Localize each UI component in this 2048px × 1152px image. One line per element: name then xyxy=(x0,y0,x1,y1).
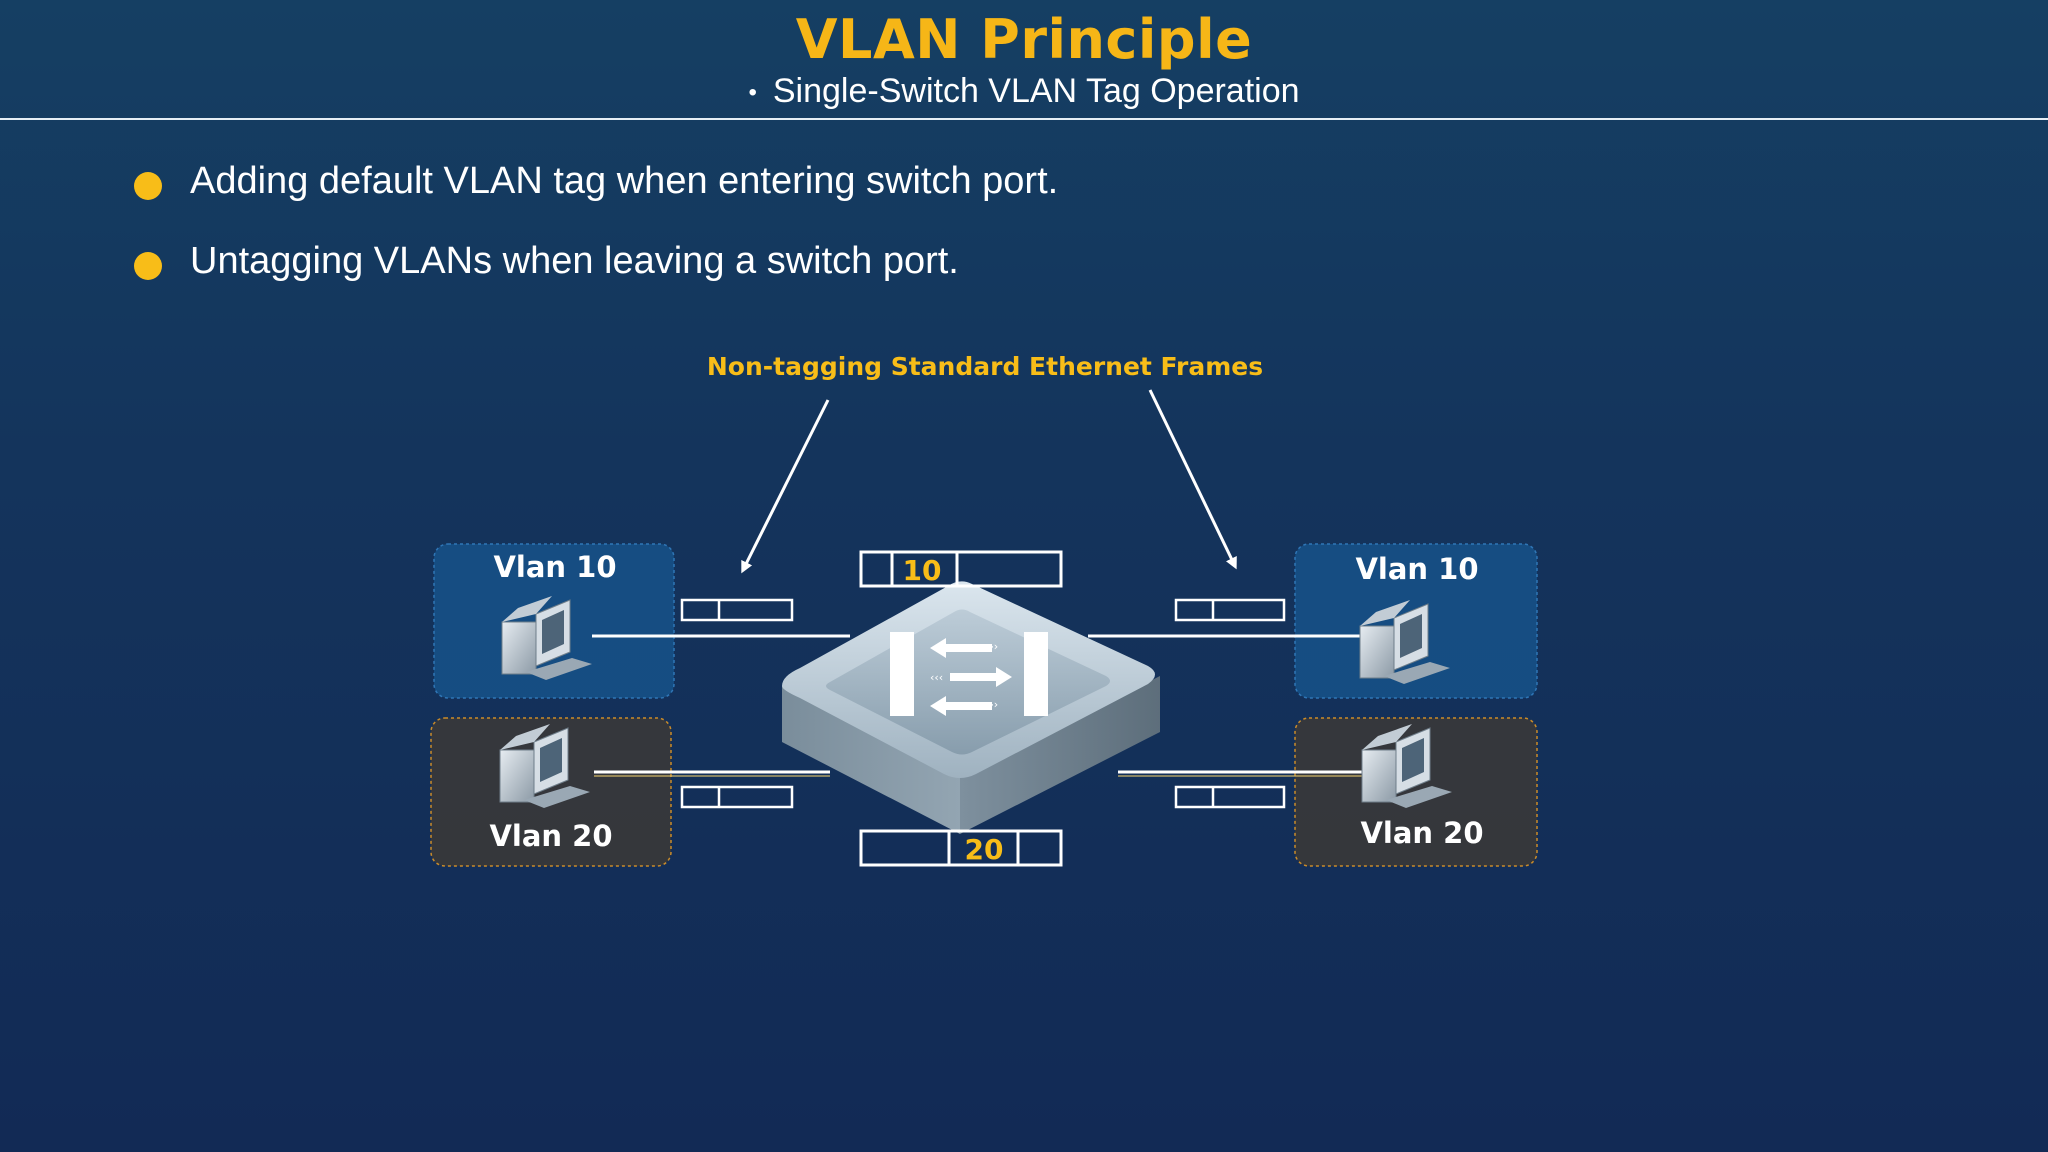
group-label-right-top: Vlan 10 xyxy=(1355,552,1478,586)
tag-value-top: 10 xyxy=(903,554,942,587)
page-subtitle: • Single-Switch VLAN Tag Operation xyxy=(0,72,2048,111)
page-title: VLAN Principle xyxy=(795,8,1253,71)
header: VLAN Principle • Single-Switch VLAN Tag O… xyxy=(0,0,2048,118)
untagged-frame-left-top xyxy=(680,598,794,622)
svg-text:‹‹‹: ‹‹‹ xyxy=(930,671,943,684)
tag-value-bottom: 20 xyxy=(965,833,1004,866)
bullet-text: Untagging VLANs when leaving a switch po… xyxy=(190,240,959,282)
svg-text:›››: ››› xyxy=(985,698,998,711)
pc-icon-right-bottom xyxy=(1361,724,1452,808)
untagged-frame-right-top xyxy=(1174,598,1286,622)
bullet-text: Adding default VLAN tag when entering sw… xyxy=(190,160,1059,202)
tagged-frame-bottom: 20 xyxy=(859,829,1063,867)
pc-icon-left-top xyxy=(501,596,592,680)
pc-icon-left-bottom xyxy=(499,724,590,808)
group-label-left-bottom: Vlan 20 xyxy=(489,819,612,853)
group-label-left-top: Vlan 10 xyxy=(493,550,616,584)
subtitle-text: Single-Switch VLAN Tag Operation xyxy=(772,72,1300,110)
group-label-right-bottom: Vlan 20 xyxy=(1360,816,1483,850)
untagged-frame-right-bottom xyxy=(1174,785,1286,809)
bullet-icon xyxy=(134,251,162,280)
bullet-item-1: Adding default VLAN tag when entering sw… xyxy=(134,160,1058,203)
annotation-label: Non-tagging Standard Ethernet Frames xyxy=(707,352,1263,381)
tagged-frame-top: 10 xyxy=(859,550,1063,588)
untagged-frame-left-bottom xyxy=(680,785,794,809)
pc-icon-right-top xyxy=(1359,600,1450,684)
header-divider xyxy=(0,118,2048,120)
bullet-icon xyxy=(134,171,162,200)
annotation-arrow-right xyxy=(1148,389,1237,570)
bullet-dot-icon: • xyxy=(748,79,757,107)
bullet-item-2: Untagging VLANs when leaving a switch po… xyxy=(134,240,959,283)
links xyxy=(592,634,1376,774)
switch-icon: ››› ‹‹‹ ››› xyxy=(782,581,1160,834)
svg-text:›››: ››› xyxy=(985,640,998,653)
annotation-arrow-left xyxy=(741,399,830,574)
